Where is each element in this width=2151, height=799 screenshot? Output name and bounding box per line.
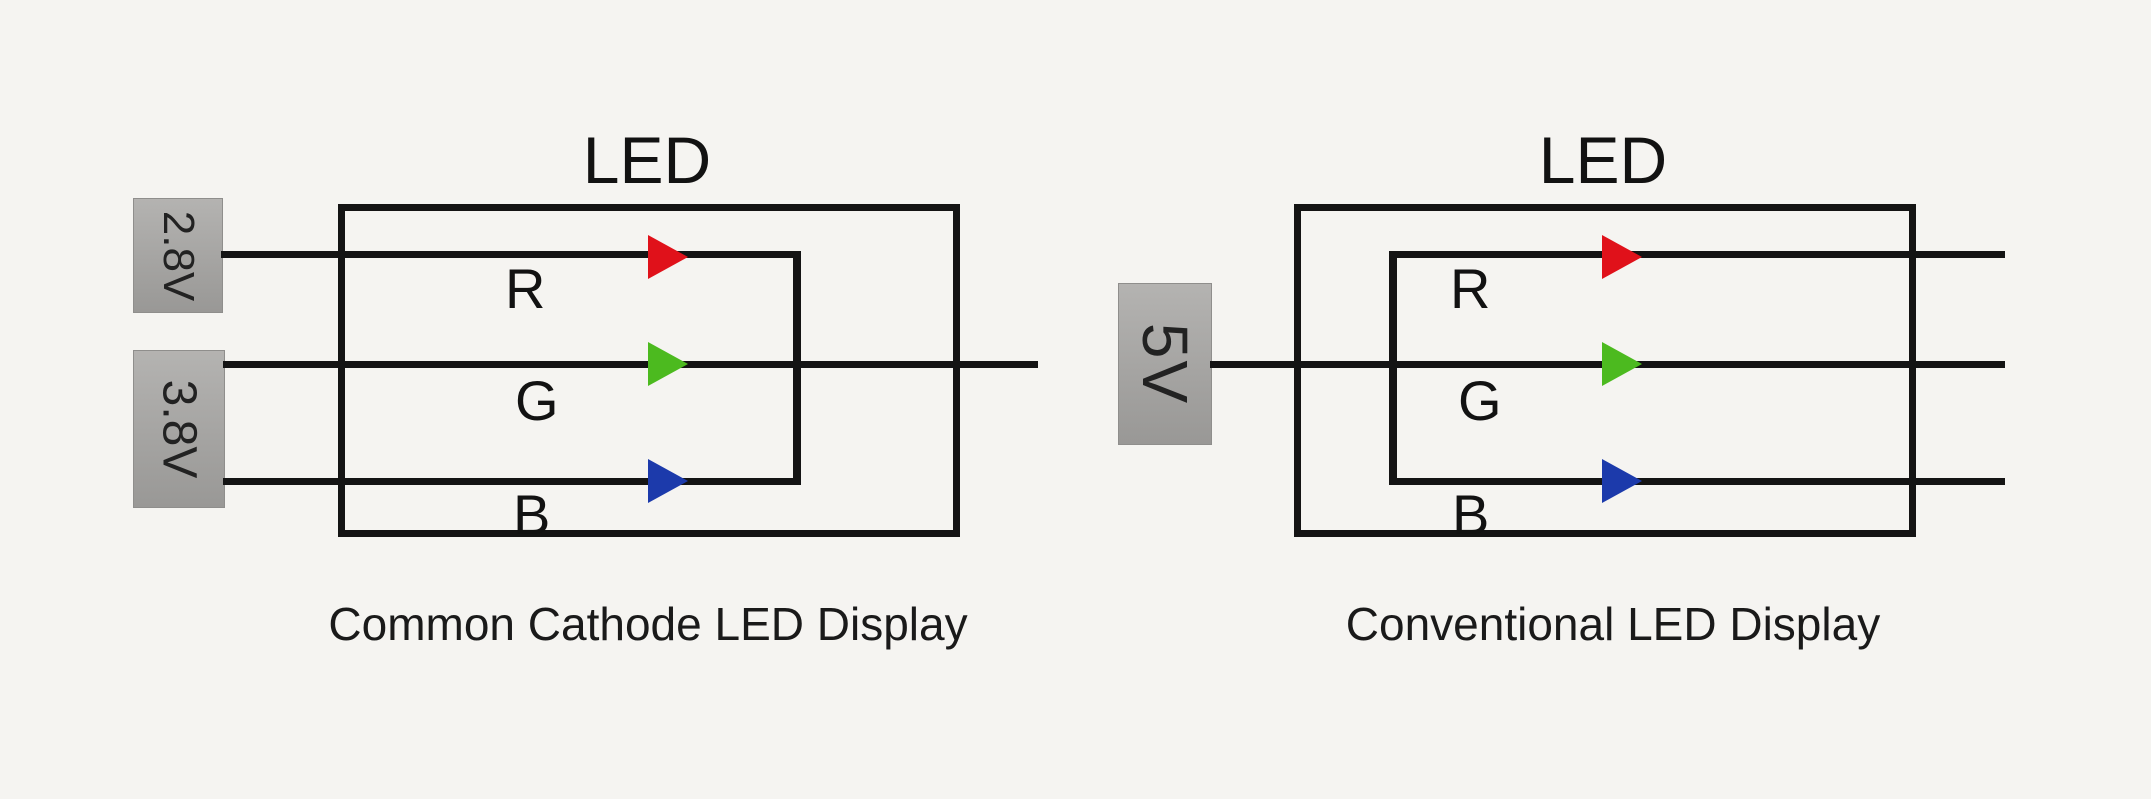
blue-led-arrow-icon xyxy=(648,459,688,503)
voltage-box-3-8v: 3.8V xyxy=(133,350,225,508)
common-cathode-bus xyxy=(793,251,801,485)
led-package-outline xyxy=(1294,204,1916,537)
voltage-label-5v: 5V xyxy=(1129,322,1201,406)
channel-label-g: G xyxy=(1458,369,1502,432)
red-channel-wire xyxy=(1391,251,2005,258)
led-title: LED xyxy=(582,123,712,197)
green-led-arrow-icon xyxy=(1602,342,1642,386)
voltage-box-2-8v: 2.8V xyxy=(133,198,223,313)
red-led-arrow-icon xyxy=(1602,235,1642,279)
blue-channel-wire xyxy=(223,478,801,485)
channel-label-r: R xyxy=(1450,257,1491,320)
led-title: LED xyxy=(1538,123,1668,197)
channel-label-b: B xyxy=(513,483,551,546)
diagram-caption: Conventional LED Display xyxy=(1345,598,1881,650)
green-channel-wire xyxy=(223,361,1038,368)
blue-led-arrow-icon xyxy=(1602,459,1642,503)
voltage-label-3-8v: 3.8V xyxy=(152,379,206,479)
red-led-arrow-icon xyxy=(648,235,688,279)
channel-label-r: R xyxy=(505,257,546,320)
common-anode-bracket xyxy=(1389,251,1397,485)
diagram-caption: Common Cathode LED Display xyxy=(328,598,968,650)
red-channel-wire xyxy=(221,251,801,258)
blue-channel-wire xyxy=(1391,478,2005,485)
green-led-arrow-icon xyxy=(648,342,688,386)
led-package-outline xyxy=(338,204,960,537)
voltage-label-2-8v: 2.8V xyxy=(154,210,203,301)
channel-label-b: B xyxy=(1452,483,1490,546)
channel-label-g: G xyxy=(515,369,559,432)
voltage-box-5v: 5V xyxy=(1118,283,1212,445)
